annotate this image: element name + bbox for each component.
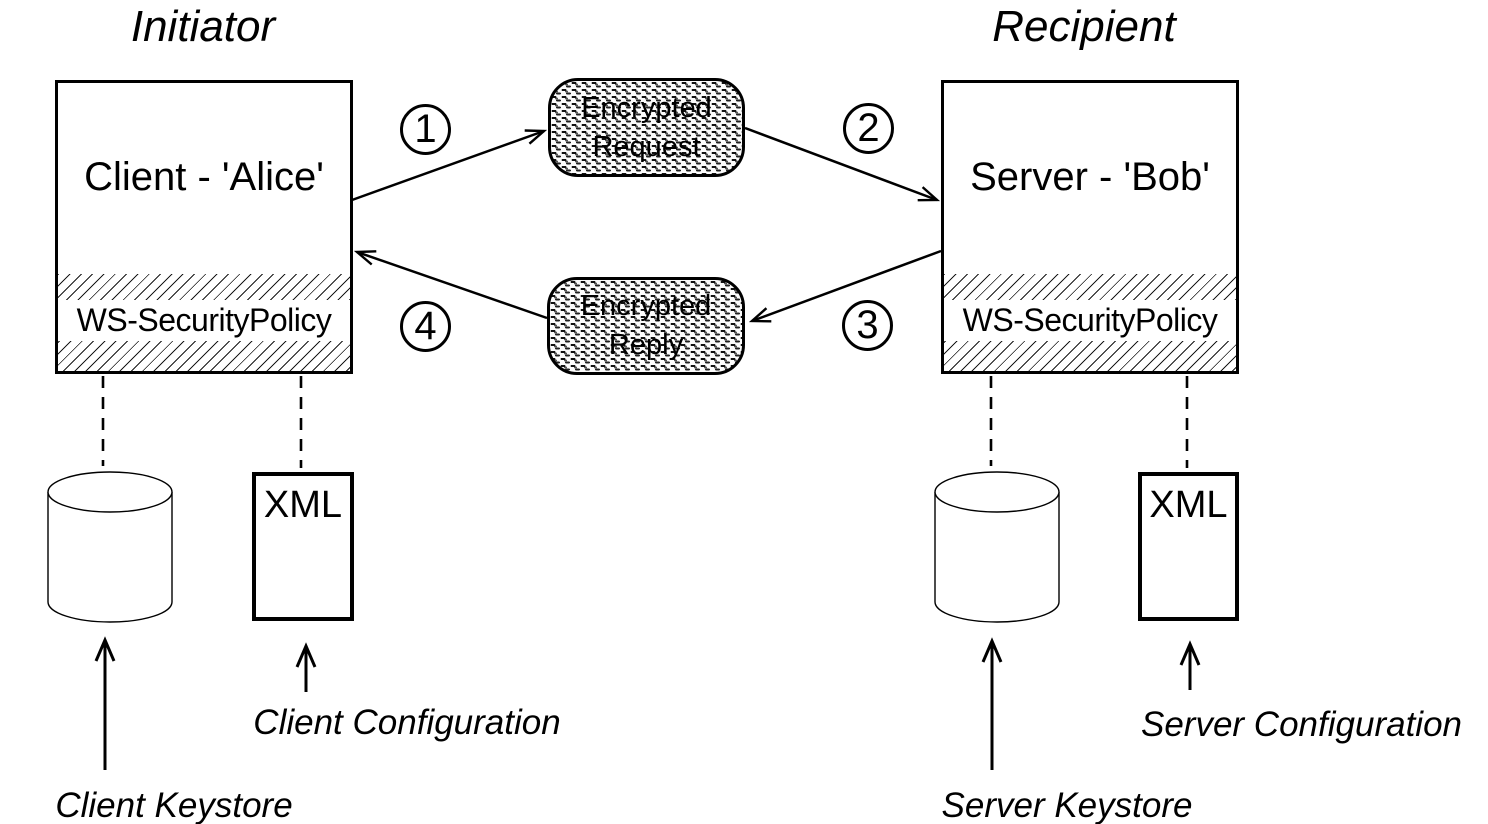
encrypted-reply-line2: Reply [608,329,684,361]
server-keystore-label: Server Keystore [941,786,1193,824]
encrypted-reply-box: Encrypted Reply [547,277,745,375]
client-box: Client - 'Alice' WS-SecurityPolicy [55,80,353,374]
server-configuration-label: Server Configuration [1141,705,1462,744]
client-keystore-cylinder-icon [47,471,173,623]
client-policy-band: WS-SecurityPolicy [58,274,350,371]
client-xml-document-icon: XML [252,472,354,621]
server-keystore-cylinder-icon [934,471,1060,623]
client-configuration-label: Client Configuration [253,703,561,742]
message-arrow-4 [353,250,548,320]
client-box-label: Client - 'Alice' [84,154,324,199]
encrypted-request-box: Encrypted Request [548,78,745,177]
server-box: Server - 'Bob' WS-SecurityPolicy [941,80,1239,374]
encrypted-request-line1: Encrypted [581,91,712,124]
server-policy-label: WS-SecurityPolicy [944,300,1236,341]
server-box-label: Server - 'Bob' [970,154,1210,199]
server-xml-label: XML [1149,484,1228,526]
step-1-badge: 1 [400,104,451,155]
step-3-badge: 3 [842,300,893,351]
client-keystore-label: Client Keystore [55,786,293,824]
recipient-title: Recipient [992,2,1176,51]
step-4-badge: 4 [400,301,451,352]
encrypted-reply-line1: Encrypted [580,290,712,322]
server-xml-document-icon: XML [1138,472,1239,621]
message-arrow-2 [744,126,941,202]
initiator-title: Initiator [130,2,276,51]
encrypted-request-line2: Request [592,130,701,163]
client-policy-label: WS-SecurityPolicy [58,300,350,341]
client-xml-label: XML [263,484,343,526]
step-2-badge: 2 [843,103,894,154]
server-policy-band: WS-SecurityPolicy [944,274,1236,371]
